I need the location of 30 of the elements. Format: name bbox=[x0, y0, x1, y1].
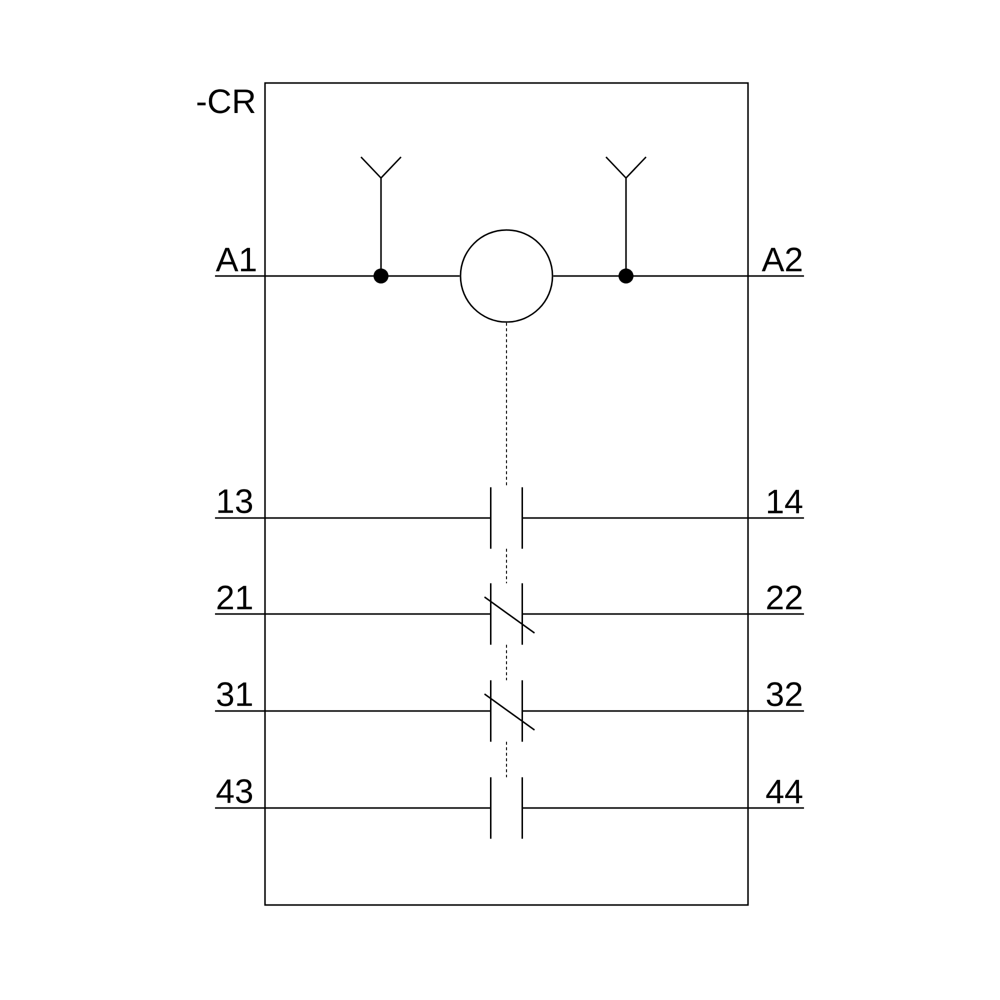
mechanical-link bbox=[506, 741, 507, 778]
wire bbox=[215, 517, 491, 519]
coil-circle bbox=[460, 229, 554, 323]
break-contact-symbol bbox=[484, 583, 535, 645]
node-label: -CR bbox=[197, 89, 255, 114]
wire bbox=[215, 807, 491, 809]
wire bbox=[215, 275, 460, 277]
wire bbox=[522, 710, 804, 712]
terminal-label: 31 bbox=[217, 682, 252, 706]
contact-symbol bbox=[490, 777, 523, 839]
terminal-label: 44 bbox=[766, 780, 802, 804]
terminal-label: 32 bbox=[766, 682, 802, 706]
terminal-label: 21 bbox=[217, 586, 252, 610]
terminal-label: A1 bbox=[216, 248, 256, 272]
wire bbox=[522, 517, 804, 519]
terminal-label: 43 bbox=[216, 779, 252, 804]
terminal-label: 22 bbox=[767, 586, 802, 610]
mechanical-link bbox=[506, 644, 507, 681]
wire bbox=[522, 613, 804, 615]
mechanical-link bbox=[506, 322, 507, 488]
wire bbox=[553, 275, 804, 277]
terminal-label: 13 bbox=[218, 489, 252, 514]
wire bbox=[215, 710, 491, 712]
contact-symbol bbox=[490, 487, 523, 549]
terminal-label: 14 bbox=[768, 490, 802, 514]
terminal-label: A2 bbox=[762, 248, 802, 272]
wire bbox=[522, 807, 804, 809]
break-contact-symbol bbox=[484, 680, 535, 742]
wire bbox=[215, 613, 491, 615]
mechanical-link bbox=[506, 548, 507, 584]
